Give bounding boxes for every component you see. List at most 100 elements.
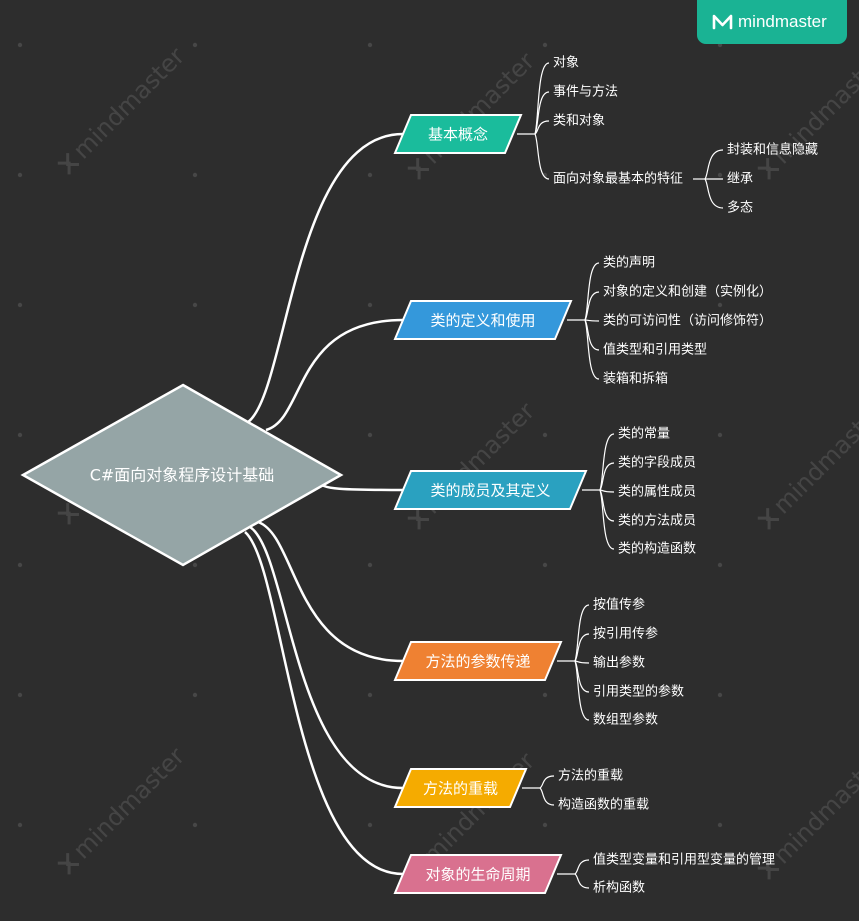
mindmaster-logo-icon	[712, 14, 733, 30]
background-dot	[192, 562, 198, 568]
watermark-logo-icon	[757, 858, 779, 880]
background-dot	[542, 432, 548, 438]
child-node-label[interactable]: 析构函数	[593, 881, 645, 896]
background-dot	[17, 822, 23, 828]
sub-node-label[interactable]: 继承	[727, 172, 753, 187]
child-connector	[599, 489, 615, 550]
child-node-label[interactable]: 类的构造函数	[618, 541, 696, 557]
child-node-label[interactable]: 类的声明	[603, 255, 655, 271]
child-node-label[interactable]: 对象	[553, 56, 579, 71]
sub-node-label[interactable]: 封装和信息隐藏	[727, 142, 818, 158]
background-dot	[542, 692, 548, 698]
root-node-shape	[20, 383, 344, 567]
background-dot	[542, 562, 548, 568]
branch-node-shape	[393, 854, 563, 894]
background-dot	[367, 562, 373, 568]
watermark: mindmaster	[757, 397, 859, 530]
branch-node-shape	[393, 300, 573, 340]
watermark-logo-icon	[757, 508, 779, 530]
root-connector	[247, 132, 404, 424]
child-node-label[interactable]: 类和对象	[553, 114, 605, 129]
background-dot	[17, 172, 23, 178]
child-connector	[574, 660, 590, 721]
background-dot	[717, 822, 723, 828]
child-connector	[584, 291, 600, 321]
watermark: mindmaster	[407, 397, 540, 530]
child-connector	[574, 873, 590, 889]
branch-node-shape	[393, 114, 523, 154]
branch-node-label: 类的定义和使用	[430, 312, 535, 330]
brand-logo[interactable]: mindmaster	[697, 0, 847, 44]
background-dot	[367, 42, 373, 48]
child-connector	[574, 859, 590, 875]
branch-node[interactable]: 基本概念	[393, 114, 523, 154]
child-connector	[584, 319, 600, 380]
child-node-label[interactable]: 事件与方法	[553, 84, 618, 100]
branch-node[interactable]: 类的定义和使用	[393, 300, 573, 340]
branch-node-label: 基本概念	[428, 126, 488, 144]
child-connector	[599, 489, 615, 493]
watermark-text: mindmaster	[68, 42, 191, 165]
background-dot	[717, 562, 723, 568]
brand-name: mindmaster	[738, 12, 827, 31]
watermark-logo-icon	[757, 158, 779, 180]
background-dot	[367, 692, 373, 698]
branch-node-shape	[393, 641, 563, 681]
watermark-logo-icon	[57, 503, 79, 525]
child-node-label[interactable]: 装箱和拆箱	[603, 371, 668, 387]
branch-node[interactable]: 方法的参数传递	[393, 641, 563, 681]
brand-logo-background	[697, 0, 847, 44]
background-dot	[717, 432, 723, 438]
sub-node-label[interactable]: 多态	[727, 200, 753, 216]
branch-node-shape	[393, 768, 528, 808]
child-node-label[interactable]: 方法的重载	[558, 768, 623, 784]
child-node-label[interactable]: 构造函数的重载	[558, 797, 649, 813]
watermark: mindmaster	[57, 742, 191, 875]
root-node-label: C#面向对象程序设计基础	[90, 466, 275, 485]
child-node-label[interactable]: 引用类型的参数	[593, 684, 684, 700]
child-node-label[interactable]: 类的字段成员	[618, 455, 696, 471]
branch-node-label: 方法的参数传递	[425, 653, 530, 671]
child-node-label[interactable]: 数组型参数	[593, 712, 658, 728]
root-node[interactable]: C#面向对象程序设计基础	[20, 383, 344, 567]
branch-node[interactable]: 方法的重载	[393, 768, 528, 808]
child-node-label[interactable]: 值类型和引用类型	[603, 342, 707, 358]
child-node-label[interactable]: 类的方法成员	[618, 513, 696, 529]
watermark-text: mindmaster	[768, 397, 859, 520]
watermark-text: mindmaster	[68, 742, 191, 865]
child-node-label[interactable]: 对象的定义和创建（实例化）	[603, 284, 772, 300]
background-dot	[717, 692, 723, 698]
child-connector	[534, 133, 550, 180]
child-connector	[599, 462, 615, 491]
child-connector	[574, 604, 590, 662]
child-connector	[574, 633, 590, 662]
child-node-label[interactable]: 类的属性成员	[618, 484, 696, 500]
child-node-label[interactable]: 类的常量	[618, 426, 670, 442]
watermark: mindmaster	[57, 42, 191, 175]
child-node-label[interactable]: 类的可访问性（访问修饰符）	[603, 313, 772, 329]
background-dot	[192, 692, 198, 698]
child-connector	[599, 433, 615, 491]
sub-connector	[704, 149, 724, 180]
root-connector	[244, 531, 404, 876]
child-node-label[interactable]: 按引用传参	[593, 626, 658, 642]
background-dot	[17, 42, 23, 48]
child-connector	[539, 787, 555, 806]
watermark-text: mindmaster	[418, 747, 541, 870]
child-node-label[interactable]: 值类型变量和引用型变量的管理	[593, 852, 775, 868]
watermark-logo-icon	[57, 853, 79, 875]
background-dot	[17, 562, 23, 568]
branch-node[interactable]: 对象的生命周期	[393, 854, 563, 894]
child-node-label[interactable]: 面向对象最基本的特征	[553, 171, 683, 187]
child-node-label[interactable]: 输出参数	[593, 655, 645, 671]
branch-node[interactable]: 类的成员及其定义	[393, 470, 588, 510]
child-node-label[interactable]: 按值传参	[593, 597, 645, 613]
watermark: mindmaster	[757, 47, 859, 180]
root-connector	[249, 525, 404, 790]
child-connector	[534, 91, 550, 135]
background-dot	[367, 822, 373, 828]
background-dot	[542, 42, 548, 48]
